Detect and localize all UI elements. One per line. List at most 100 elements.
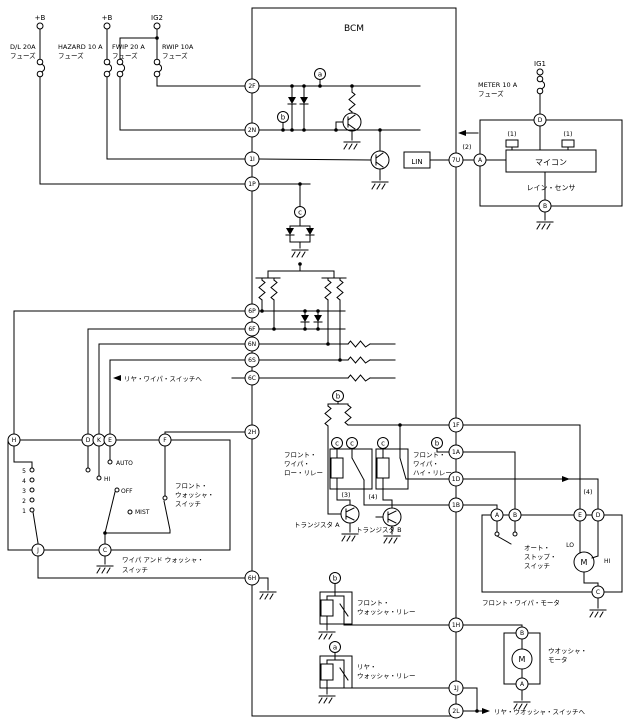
- low-relay-label-1: フロント・: [284, 451, 317, 459]
- switch-caption-2: スイッチ: [122, 566, 148, 574]
- svg-text:B: B: [520, 630, 524, 637]
- washer-section: フロント・ ウォッシャ・リレー リヤ・ ウォッシャ・リレー M ウオッシャ・ モ…: [318, 583, 587, 716]
- switch-internals: [13, 446, 171, 544]
- fuse-rwip-icon: [153, 58, 163, 78]
- svg-text:6N: 6N: [248, 341, 256, 348]
- svg-text:C: C: [103, 547, 107, 554]
- washer-motor-pin-B: B: [515, 626, 529, 640]
- diode-icon: [285, 227, 295, 236]
- right-arrow-icon: [482, 708, 490, 714]
- resistor-icon: [347, 356, 371, 364]
- low-relay-label-2: ワイパ・: [284, 460, 310, 468]
- washer-motor-caption-2: モータ: [548, 655, 568, 664]
- bcm-pin-6H: 6H: [244, 570, 260, 586]
- front-washer-relay-label-2: ウォッシャ・リレー: [357, 608, 416, 616]
- svg-text:a: a: [318, 71, 322, 79]
- fuse-dl-icon: [36, 58, 46, 78]
- fuse-meter-label-1: METER 10 A: [478, 81, 518, 89]
- bcm-pin-6P: 6P: [244, 303, 260, 319]
- lin-label: LIN: [411, 158, 422, 166]
- fuse-fwip-label-1: FWIP 20 A: [112, 43, 145, 51]
- svg-text:E: E: [108, 437, 112, 444]
- svg-text:D: D: [86, 437, 91, 444]
- contact-5: 5: [22, 468, 26, 475]
- microcomputer-box: [505, 149, 597, 173]
- svg-text:b: b: [281, 114, 286, 122]
- bcm-pin-2L: 2L: [448, 703, 464, 719]
- svg-text:b: b: [333, 575, 338, 583]
- switch-pin-F: F: [158, 433, 172, 447]
- svg-text:6F: 6F: [248, 326, 256, 333]
- washer-wires: [326, 583, 523, 712]
- bcm-pin-1F: 1F: [448, 417, 464, 433]
- ground-icon: [96, 565, 114, 574]
- fuse-block: +B +B IG2 D/L 20A フューズ HAZARD 10 A フューズ …: [10, 14, 246, 185]
- front-wiper-motor-box: [481, 514, 623, 593]
- high-relay-label-1: フロント・: [413, 451, 446, 459]
- ref-1-right: (1): [563, 130, 572, 138]
- resistor-icon: [347, 340, 371, 348]
- svg-text:c: c: [335, 440, 339, 448]
- switch-pin-C: C: [98, 543, 112, 557]
- svg-text:B: B: [543, 203, 547, 210]
- bcm-pin-1J: 1J: [448, 680, 464, 696]
- svg-text:A: A: [495, 512, 500, 519]
- ground-icon: [536, 221, 554, 230]
- relay-coil-icon: [320, 663, 334, 681]
- fuse-hazard-label-1: HAZARD 10 A: [58, 43, 103, 51]
- svg-text:H: H: [12, 437, 17, 444]
- front-washer-relay-box: [319, 591, 353, 625]
- motor-pin-C: C: [591, 585, 605, 599]
- low-relay-label-3: ロー・リレー: [284, 469, 323, 477]
- svg-text:C: C: [596, 589, 600, 596]
- ref-4-motor: (4): [583, 488, 592, 496]
- motor-pin-D: D: [591, 508, 605, 522]
- svg-text:c: c: [298, 209, 302, 217]
- rear-washer-link-label: リヤ・ウオッシャ・スイッチへ: [494, 708, 586, 716]
- internal-wires: [231, 263, 396, 379]
- fuse-wires: [39, 28, 246, 185]
- net-ref-a: a: [314, 68, 326, 80]
- svg-text:6C: 6C: [248, 375, 256, 382]
- bcm-title: BCM: [344, 24, 364, 34]
- net-ref-c: c: [294, 206, 306, 218]
- position-mist: MIST: [135, 509, 150, 516]
- diode-icon: [287, 96, 297, 105]
- net-references: a b c b c c c b b a: [277, 68, 443, 653]
- left-arrow-icon: [113, 375, 121, 381]
- fuse-dl-label-2: フューズ: [10, 51, 36, 60]
- net-ref-b: b: [329, 572, 341, 584]
- switch-pin-K: K: [92, 433, 106, 447]
- resistor-icon: [348, 91, 356, 113]
- svg-text:B: B: [513, 512, 517, 519]
- wiper-washer-switch: 5 4 3 2 1 AUTO HI OFF MIST フロント・ ウォッシャ・ …: [7, 439, 246, 579]
- net-ref-b: b: [277, 111, 289, 123]
- fuse-meter-label-2: フューズ: [478, 89, 504, 98]
- svg-text:A: A: [520, 681, 525, 688]
- ref-3: (3): [341, 491, 350, 499]
- rear-wiper-link-label: リヤ・ワイパ・スイッチへ: [124, 375, 202, 383]
- switch-harness-wires: [13, 310, 246, 434]
- svg-text:1P: 1P: [248, 181, 256, 188]
- microcomputer-label: マイコン: [535, 158, 567, 167]
- fuse-hazard-icon: [103, 58, 113, 78]
- power-terminal-ig2: IG2: [151, 14, 163, 22]
- bcm-pin-1I: 1I: [244, 151, 260, 167]
- front-wiper-motor-section: (4) M LO HI オート・ ストップ・ スイッチ フロント・ワイパ・モータ: [462, 424, 623, 618]
- transistor-a-label: トランジスタ A: [294, 520, 340, 529]
- ground-icon: [318, 631, 336, 640]
- high-relay-label-3: ハイ・リレー: [413, 469, 452, 477]
- svg-text:2H: 2H: [248, 429, 256, 436]
- bcm-pin-2F: 2F: [244, 78, 260, 94]
- position-auto: AUTO: [116, 460, 133, 467]
- relay-coil-icon: [330, 457, 344, 479]
- switch-pin-E: E: [103, 433, 117, 447]
- fuse-rwip-label-1: RWIP 10A: [162, 43, 194, 51]
- switch-pin-H: H: [7, 433, 21, 447]
- resistor-icon: [344, 404, 352, 426]
- svg-text:1I: 1I: [249, 156, 255, 163]
- washer-motor-caption-1: ウオッシャ・: [548, 647, 587, 655]
- front-washer-switch-label-3: スイッチ: [175, 500, 201, 508]
- ground-icon: [341, 533, 359, 542]
- fuse-fwip-icon: [116, 58, 126, 78]
